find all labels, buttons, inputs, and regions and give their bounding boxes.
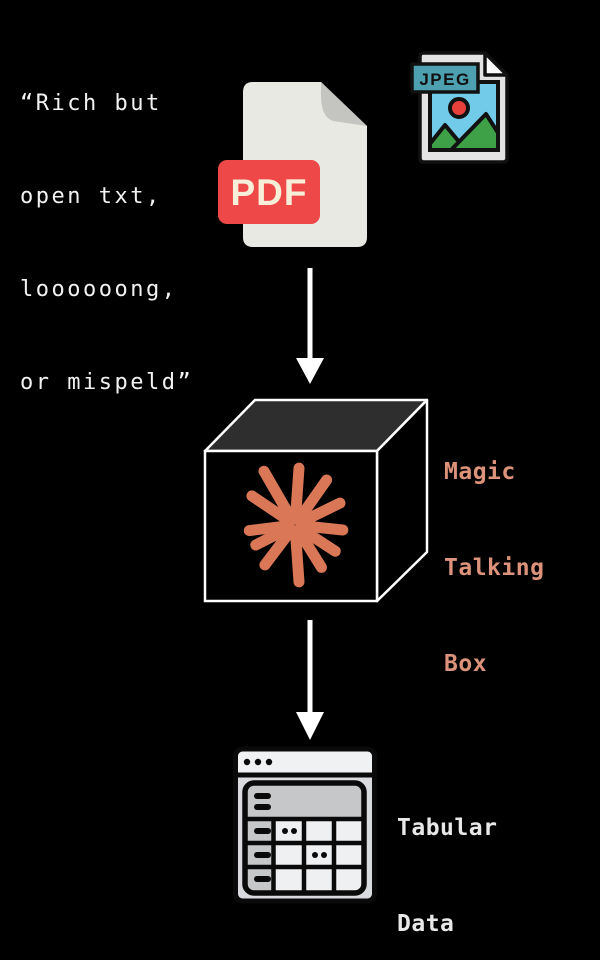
magic-box-label-line: Talking [444,555,545,581]
window-titlebar [235,749,375,774]
quote-line: or mispeld” [20,370,194,395]
table-text-dashes [254,793,271,882]
tabular-data-label-line: Tabular [397,815,498,841]
table-grid-lines [245,816,364,893]
pdf-fold-corner [321,82,367,126]
arrow-head [296,712,324,740]
table-window-icon [233,746,377,904]
jpeg-fold-corner [483,51,509,77]
table-border [242,780,367,896]
magic-box-label-line: Magic [444,459,516,485]
jpeg-photo-sun [448,97,470,119]
down-arrow-icon [296,268,324,384]
jpeg-label-plate [410,62,480,94]
window-border [233,746,377,904]
pdf-badge [218,160,320,224]
input-description-text: “Rich but open txt, loooooong, or mispel… [20,26,193,460]
jpeg-image-icon: JPEG [410,51,509,164]
tabular-data-label-line: Data [397,911,455,937]
magic-box-cube-icon [203,398,429,603]
table-header-row [245,783,364,819]
jpeg-label-text: JPEG [419,70,470,89]
tabular-data-label: Tabular Data [397,748,497,960]
arrow-head [296,358,324,384]
window-dots-icon [243,758,273,766]
pdf-file-icon: PDF [218,82,367,247]
quote-line: open txt, [20,184,162,209]
pdf-badge-label: PDF [231,172,308,213]
quote-line: “Rich but [20,91,162,116]
magic-box-label: Magic Talking Box [444,392,544,744]
table-cell-dots [282,828,327,858]
down-arrow-icon [296,620,324,740]
quote-line: loooooong, [20,277,178,302]
claude-spark-icon [243,462,349,588]
magic-box-label-line: Box [444,651,488,677]
